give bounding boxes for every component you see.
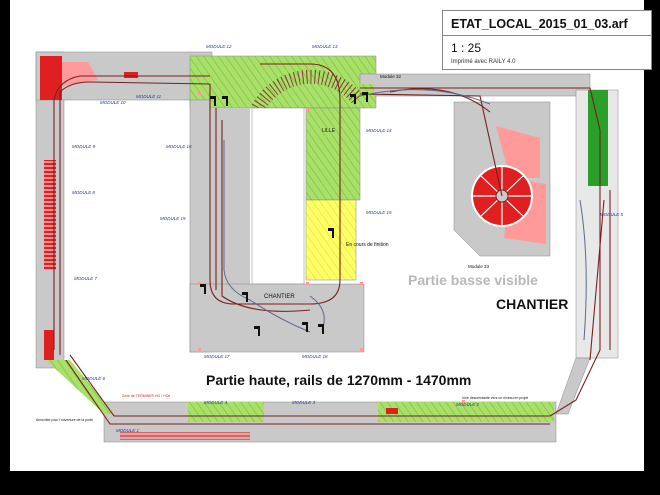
module-label: MODULE 8 bbox=[72, 190, 96, 195]
module-label: MODULE 16 bbox=[166, 144, 192, 149]
software-label: Imprimé avec RAILY 4.0 bbox=[451, 59, 516, 65]
en-cours-label: En cours de finition bbox=[346, 242, 389, 248]
track-plan bbox=[35, 51, 619, 443]
zone-note: Zone de TERMINER HO / HOe bbox=[122, 394, 171, 398]
bottom-black-bar bbox=[0, 471, 660, 495]
chantier-small-label: CHANTIER bbox=[264, 294, 295, 300]
module-label: MODULE 14 bbox=[366, 128, 392, 133]
module-label: MODULE 10 bbox=[100, 100, 126, 105]
module-label: MODULE 18 bbox=[302, 354, 328, 359]
red-corner-block bbox=[40, 56, 62, 100]
module-label: MODULE 1 bbox=[116, 428, 140, 433]
module-label: MODULE 19 bbox=[160, 216, 186, 221]
module-label: MODULE 11 bbox=[136, 94, 162, 99]
scale-label: 1 : 25 bbox=[451, 41, 482, 55]
module-label: MODULE 9 bbox=[72, 144, 96, 149]
module-label: MODULE 17 bbox=[204, 354, 230, 359]
lille-label: LILLE bbox=[322, 128, 336, 134]
module-label: MODULE 4 bbox=[204, 400, 228, 405]
right-note: Voie descendante vers un niveau en proje… bbox=[462, 396, 529, 400]
chantier-big-label: CHANTIER bbox=[496, 296, 569, 312]
module-label: MODULE 12 bbox=[206, 44, 232, 49]
module-label: MODULE 6 bbox=[82, 376, 106, 381]
module-label: MODULE 5 bbox=[600, 212, 624, 217]
module-label: MODULE 13 bbox=[312, 44, 338, 49]
module-label: MODULE 15 bbox=[366, 210, 392, 215]
partie-haute-label: Partie haute, rails de 1270mm - 1470mm bbox=[206, 372, 472, 388]
file-name: ETAT_LOCAL_2015_01_03.arf bbox=[451, 17, 628, 31]
module-label: Module 32 bbox=[380, 74, 402, 79]
title-block: ETAT_LOCAL_2015_01_03.arf 1 : 25 Imprimé… bbox=[442, 10, 652, 70]
layout-sheet: ETAT_LOCAL_2015_01_03.arf 1 : 25 Imprimé… bbox=[10, 0, 652, 471]
module-label: MODULE 2 bbox=[456, 402, 480, 407]
partie-basse-label: Partie basse visible bbox=[408, 272, 538, 288]
title-divider bbox=[443, 35, 651, 36]
module-label: Module 33 bbox=[468, 264, 490, 269]
module-label: MODULE 3 bbox=[292, 400, 316, 405]
ancrage-note: Amovible pour l'ouverture de la porte bbox=[36, 418, 94, 422]
module-label: MODULE 7 bbox=[74, 276, 98, 281]
